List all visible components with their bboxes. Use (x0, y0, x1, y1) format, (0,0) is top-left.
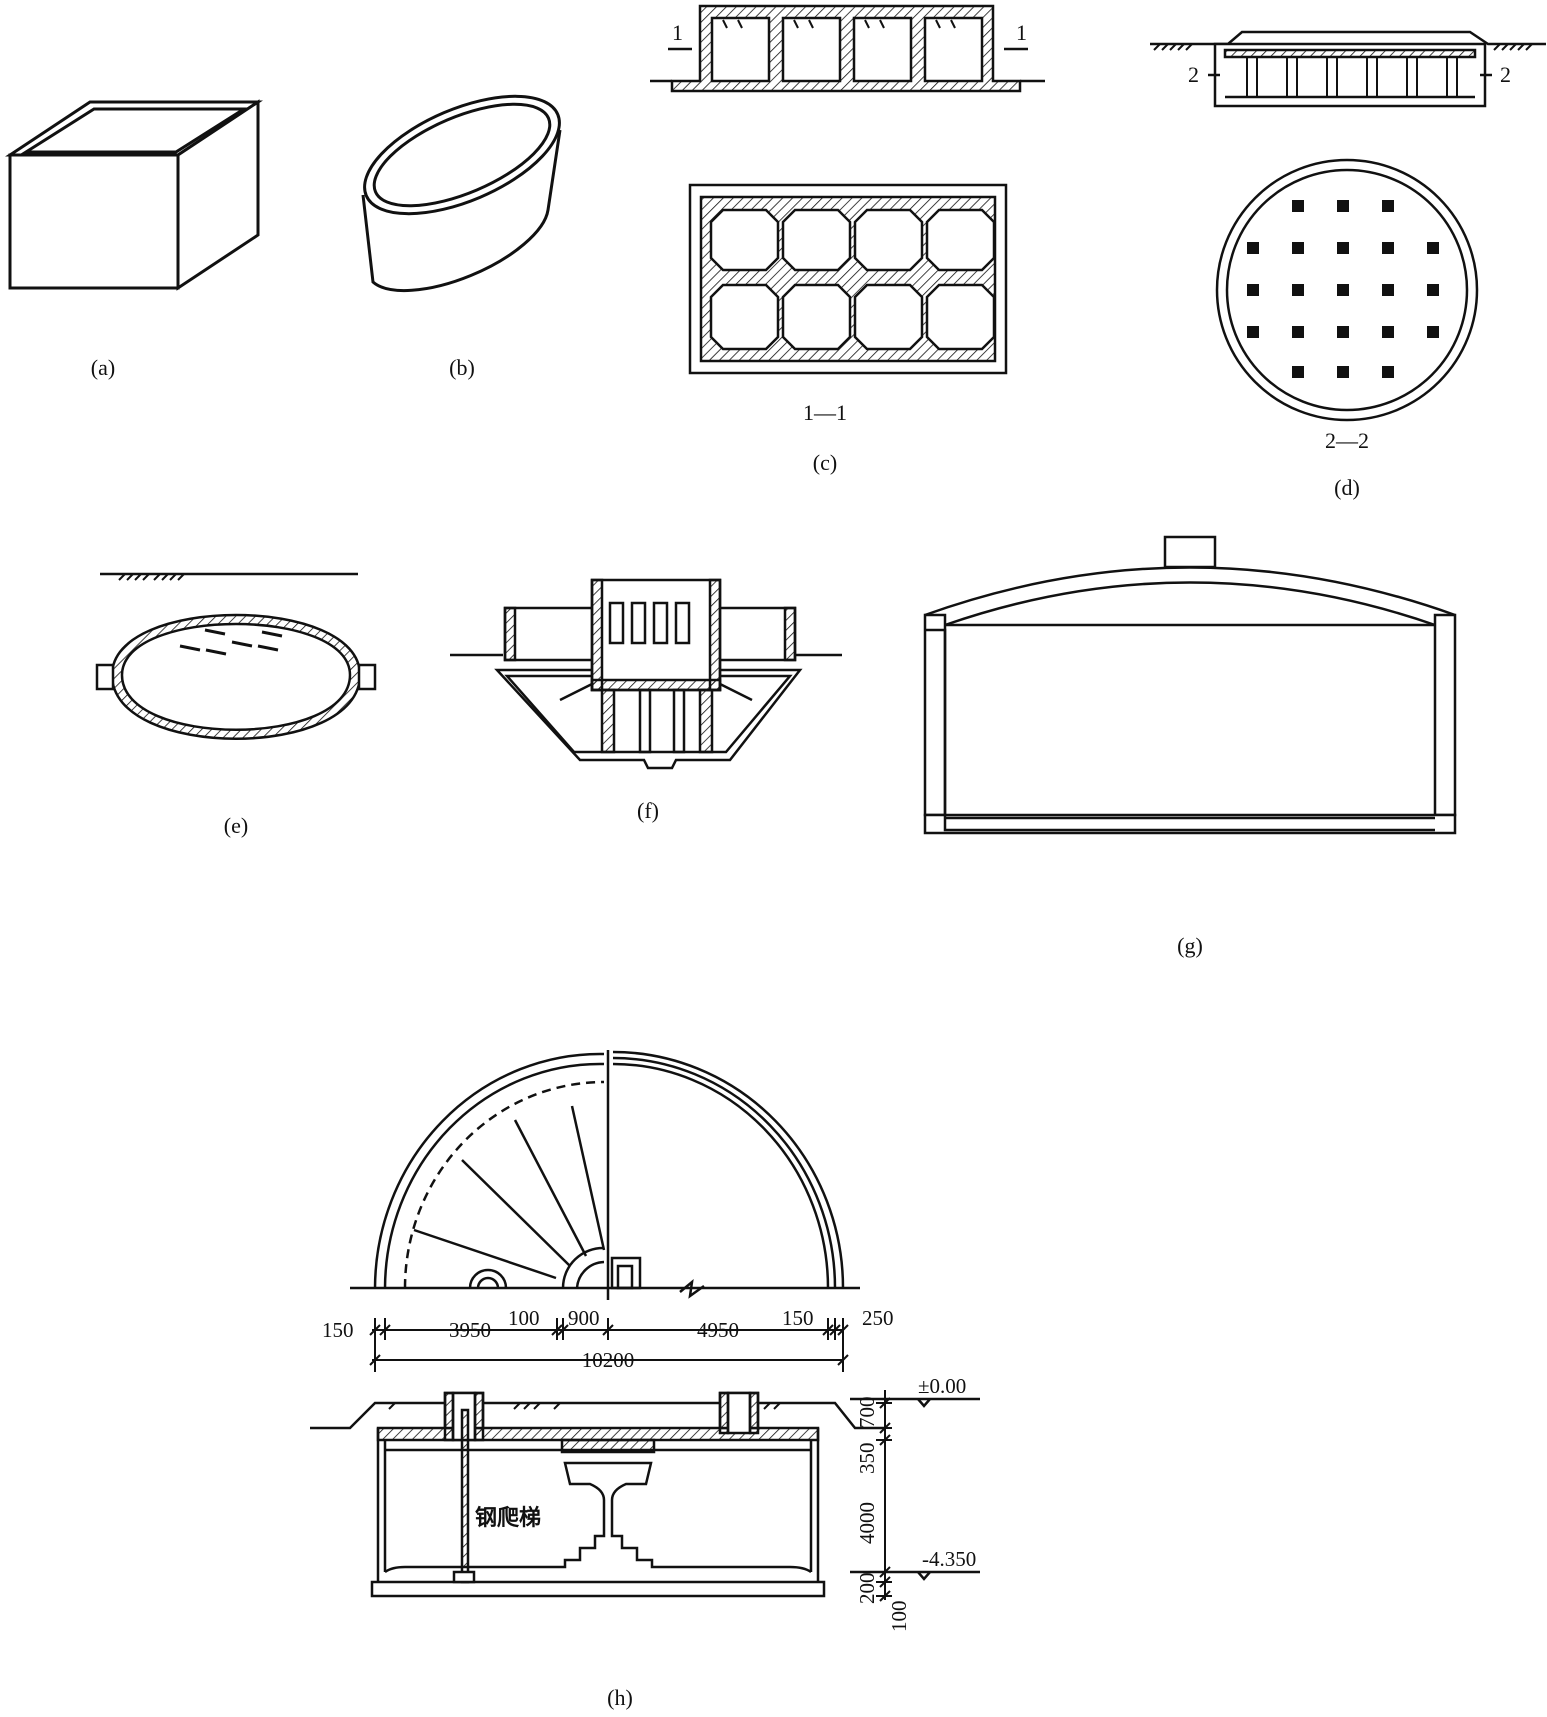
section-mark-2-right: 2 (1500, 62, 1511, 87)
tank-rectangular-a (5, 99, 263, 291)
section-mark-2-left: 2 (1188, 62, 1199, 87)
tank-domed-g (923, 535, 1457, 835)
caption-f: (f) (637, 798, 659, 823)
dim-900: 900 (568, 1306, 600, 1330)
section-mark-1-right: 1 (1016, 20, 1027, 45)
tank-cylindrical-b (361, 94, 562, 293)
tank-settling-f (450, 578, 842, 770)
caption-d: (d) (1334, 475, 1360, 500)
dim-150-right: 150 (782, 1306, 814, 1330)
reservoir-section-h (310, 1391, 980, 1598)
dim-4950: 4950 (697, 1318, 739, 1342)
dim-200: 200 (855, 1573, 879, 1605)
dim-700: 700 (855, 1397, 879, 1429)
tank-egg-e (95, 572, 377, 740)
tank-multicell-c (650, 4, 1045, 375)
caption-e: (e) (224, 813, 248, 838)
dim-100: 100 (508, 1306, 540, 1330)
elevation-bottom: -4.350 (922, 1547, 976, 1571)
caption-g: (g) (1177, 933, 1203, 958)
section-view-1-1: 1—1 (803, 400, 847, 425)
caption-h: (h) (607, 1685, 633, 1710)
caption-c: (c) (813, 450, 837, 475)
dim-250: 250 (862, 1306, 894, 1330)
caption-a: (a) (91, 355, 115, 380)
dim-100-bottom: 100 (887, 1601, 911, 1633)
dim-150-left: 150 (322, 1318, 354, 1342)
dim-350: 350 (855, 1443, 879, 1475)
elevation-top: ±0.00 (918, 1374, 966, 1398)
reservoir-plan-h (350, 1050, 860, 1300)
ladder-label: 钢爬梯 (475, 1505, 541, 1531)
plan-dimension-lines (369, 1318, 849, 1372)
section-mark-1-left: 1 (672, 20, 683, 45)
dim-10200: 10200 (582, 1348, 635, 1372)
section-dimension-lines (876, 1390, 892, 1602)
dim-4000: 4000 (855, 1502, 879, 1544)
section-view-2-2: 2—2 (1325, 428, 1369, 453)
caption-b: (b) (449, 355, 475, 380)
dim-3950: 3950 (449, 1318, 491, 1342)
tank-column-d (1150, 30, 1546, 422)
